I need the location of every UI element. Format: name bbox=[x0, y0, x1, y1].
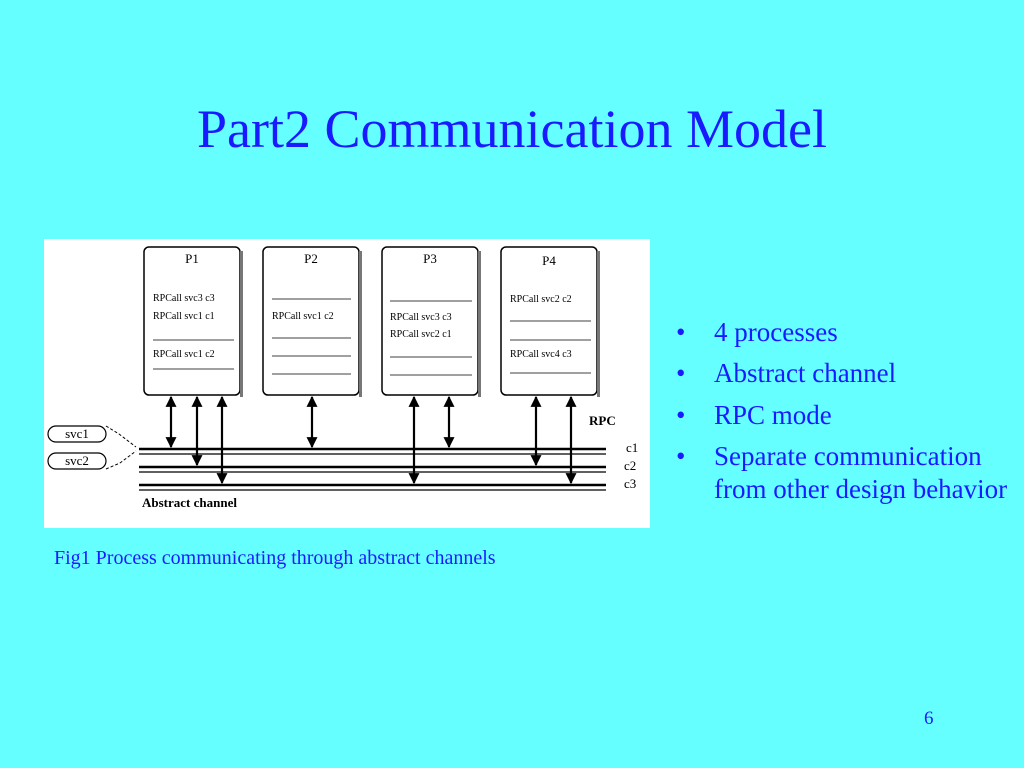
rpc-call: RPCall svc4 c3 bbox=[510, 349, 572, 360]
process-name: P4 bbox=[542, 253, 556, 268]
bullet-dot-icon: • bbox=[676, 441, 686, 472]
rpc-call: RPCall svc3 c3 bbox=[390, 312, 452, 323]
page-number: 6 bbox=[924, 708, 934, 729]
bullet-item: • Abstract channel bbox=[672, 357, 1017, 389]
service-svc2: svc2 bbox=[47, 450, 137, 470]
process-name: P1 bbox=[185, 251, 199, 266]
rpc-call: RPCall svc3 c3 bbox=[153, 293, 215, 304]
service-label: svc2 bbox=[65, 453, 89, 468]
bullet-text: Abstract channel bbox=[714, 358, 897, 389]
rpc-call: RPCall svc1 c2 bbox=[153, 349, 215, 360]
process-box-p3: P3 RPCall svc3 c3 RPCall svc2 c1 bbox=[381, 246, 481, 397]
bullet-text: 4 processes bbox=[714, 317, 838, 347]
process-box-p4: P4 RPCall svc2 c2 RPCall svc4 c3 bbox=[500, 246, 600, 397]
bullet-item: • 4 processes bbox=[672, 316, 1017, 348]
channel-label-c3: c3 bbox=[624, 476, 636, 491]
bullet-dot-icon: • bbox=[676, 317, 686, 347]
rpc-call: RPCall svc1 c1 bbox=[153, 311, 215, 322]
channel-label-c1: c1 bbox=[626, 440, 638, 455]
rpc-call: RPCall svc1 c2 bbox=[272, 311, 334, 322]
process-name: P3 bbox=[423, 251, 437, 266]
slide-title: Part2 Communication Model bbox=[197, 99, 827, 159]
mode-label: RPC bbox=[589, 413, 616, 428]
service-label: svc1 bbox=[65, 426, 89, 441]
bullet-list: • 4 processes • Abstract channel • RPC mode… bbox=[672, 316, 1017, 514]
bullet-dot-icon: • bbox=[676, 399, 686, 430]
channel-label-c2: c2 bbox=[624, 458, 636, 473]
bullet-text: Separate communication from other design… bbox=[714, 441, 1008, 504]
rpc-call: RPCall svc2 c1 bbox=[390, 329, 452, 340]
service-svc1: svc1 bbox=[47, 425, 137, 448]
connector-arrows bbox=[165, 395, 577, 485]
abstract-channel-label: Abstract channel bbox=[142, 495, 237, 510]
process-box-p1: P1 RPCall svc3 c3 RPCall svc1 c1 RPCall … bbox=[143, 246, 243, 397]
process-name: P2 bbox=[304, 251, 318, 266]
process-diagram: svc1 svc2 c1 c2 c3 RPC Abstract channel … bbox=[44, 239, 650, 528]
bullet-item: • Separate communication from other desig… bbox=[672, 440, 1017, 505]
rpc-call: RPCall svc2 c2 bbox=[510, 294, 572, 305]
bullet-dot-icon: • bbox=[676, 358, 686, 389]
bullet-text: RPC mode bbox=[714, 399, 832, 430]
process-box-p2: P2 RPCall svc1 c2 bbox=[262, 246, 362, 397]
process-diagram-svg: svc1 svc2 c1 c2 c3 RPC Abstract channel … bbox=[47, 246, 638, 510]
bullet-item: • RPC mode bbox=[672, 399, 1017, 431]
figure-caption: Fig1 Process communicating through abstr… bbox=[54, 547, 496, 569]
